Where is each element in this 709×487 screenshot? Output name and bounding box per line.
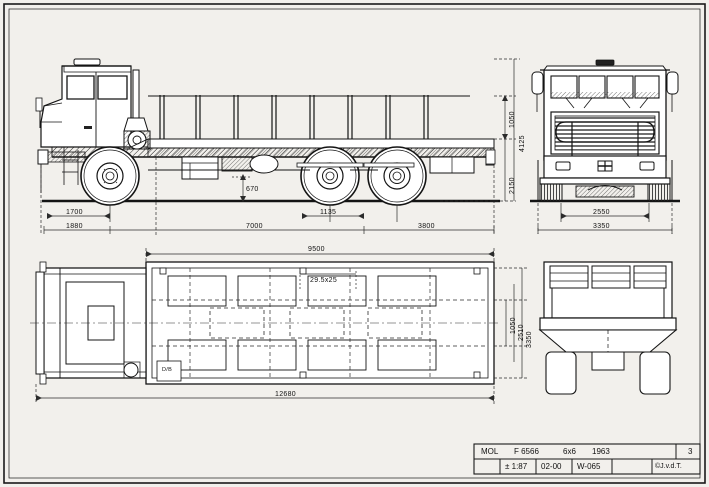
dim-side-1135: 1135 [320, 209, 337, 216]
dim-top-12680: 12680 [275, 391, 296, 398]
wheel-front [80, 146, 140, 206]
front-view-dimensions [537, 203, 673, 234]
dim-front-3350: 3350 [593, 223, 610, 230]
dim-side-670: 670 [246, 186, 259, 193]
dim-side-7000: 7000 [246, 223, 263, 230]
dim-side-4125: 4125 [519, 135, 526, 152]
title-block-frame [473, 443, 701, 475]
dim-front-2550: 2550 [593, 209, 610, 216]
dim-top-9500: 9500 [308, 246, 325, 253]
title-scale: ± 1:87 [505, 462, 528, 471]
dim-side-1050: 1050 [509, 111, 516, 128]
title-model: F 6566 [514, 447, 539, 456]
dim-top-3350: 3350 [526, 331, 533, 348]
side-view-dimensions [40, 58, 520, 235]
title-manufacturer: MOL [481, 447, 499, 456]
title-drive: 6x6 [563, 447, 576, 456]
dim-top-1050: 1050 [510, 317, 517, 334]
wheel-rear [367, 146, 427, 206]
annotation-detail-db: D/B [162, 367, 173, 373]
rear-view-group [538, 261, 678, 395]
sheet-border [3, 3, 706, 484]
side-view-group [35, 58, 500, 206]
title-copyright: ©J.v.d.T. [655, 463, 682, 470]
dim-side-2150: 2150 [509, 177, 516, 194]
dim-side-1700: 1700 [66, 209, 83, 216]
annotation-tyre-size: 29.5x25 [310, 277, 338, 284]
dim-side-3800: 3800 [418, 223, 435, 230]
dim-top-2510: 2510 [518, 324, 525, 341]
title-ref: W-065 [577, 462, 601, 471]
title-code: 02-00 [541, 462, 562, 471]
dim-side-1880: 1880 [66, 223, 83, 230]
top-view-group [30, 261, 500, 385]
title-sheet-no: 3 [688, 447, 693, 456]
front-view-group [530, 59, 680, 203]
wheel-mid [300, 146, 360, 206]
top-view-dimensions [35, 248, 528, 404]
title-year: 1963 [592, 447, 610, 456]
